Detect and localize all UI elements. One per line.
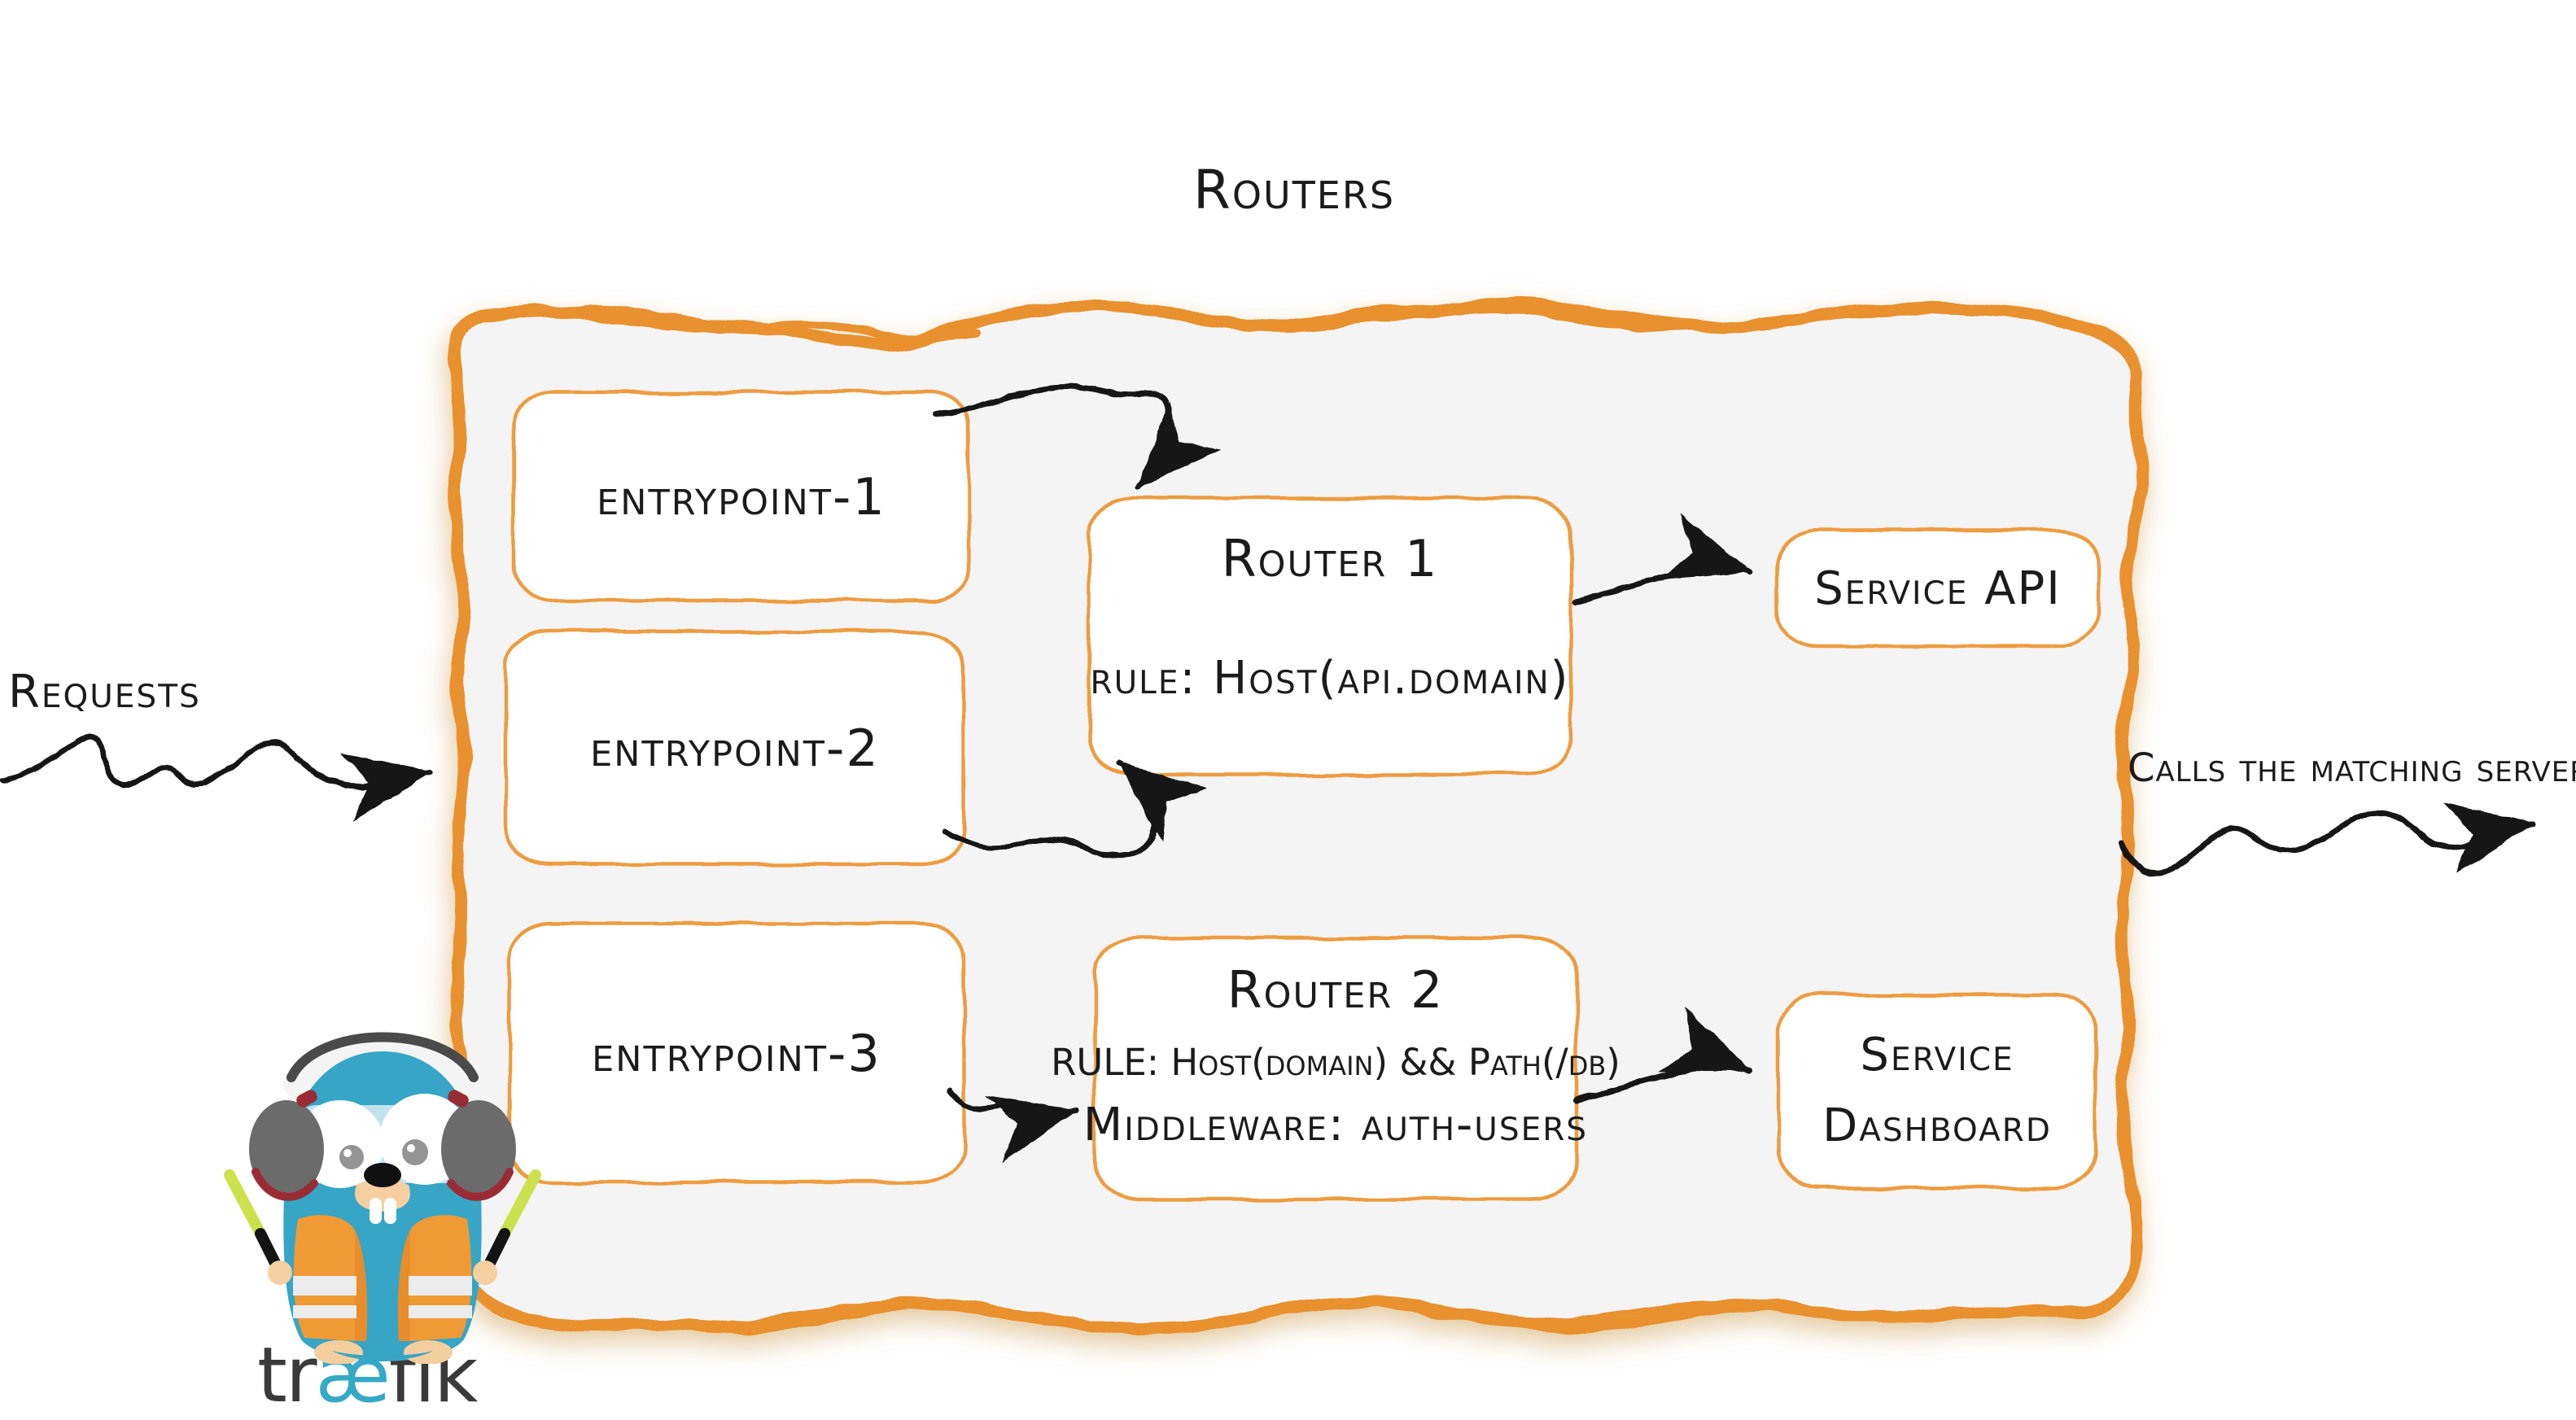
router-2-rule: RULE: Host(domain) && Path(/db) xyxy=(1051,1041,1620,1084)
service-dashboard-node: Service Dashboard xyxy=(1778,994,2096,1188)
headphone-left-cup xyxy=(249,1090,324,1201)
entrypoint-2-label: entrypoint-2 xyxy=(590,718,880,778)
arrow-calls-out-of-container xyxy=(2118,803,2536,876)
entrypoint-1-label: entrypoint-1 xyxy=(597,466,886,526)
entrypoint-3-node: entrypoint-3 xyxy=(509,924,964,1182)
arrow-requests-into-container xyxy=(0,732,433,823)
entrypoint-3-label: entrypoint-3 xyxy=(592,1023,881,1083)
container-brush-accent-bottom xyxy=(728,1300,1770,1329)
router-2-node: Router 2 RULE: Host(domain) && Path(/db)… xyxy=(1051,937,1620,1199)
entrypoint-2-node: entrypoint-2 xyxy=(506,631,964,864)
router-2-title: Router 2 xyxy=(1227,960,1445,1020)
container-brush-accent-top xyxy=(566,302,1705,343)
service-api-label: Service API xyxy=(1814,561,2062,615)
router-1-title: Router 1 xyxy=(1221,529,1439,588)
traefik-gopher-mascot-icon xyxy=(224,1032,541,1364)
router-1-rule: rule: Host(api.domain) xyxy=(1090,652,1570,705)
page-title: Routers xyxy=(1192,159,1396,221)
router-1-node: Router 1 rule: Host(api.domain) xyxy=(1089,498,1571,775)
service-dashboard-label: Service Dashboard xyxy=(1822,1029,2052,1152)
arrow-router1-to-service-api xyxy=(1572,513,1753,605)
entrypoint-1-node: entrypoint-1 xyxy=(514,392,969,601)
arrow-entrypoint2-to-router1 xyxy=(942,760,1207,859)
arrow-entrypoint1-to-router1 xyxy=(933,383,1222,490)
wordmark-tr: tr xyxy=(257,1331,317,1420)
requests-label: Requests xyxy=(8,666,201,719)
router-2-middleware: Middleware: auth-users xyxy=(1082,1099,1589,1151)
arrow-entrypoint3-to-router2 xyxy=(947,1087,1079,1164)
calls-matching-server-label: Calls the matching server xyxy=(2128,745,2576,791)
service-api-node: Service API xyxy=(1777,531,2099,646)
